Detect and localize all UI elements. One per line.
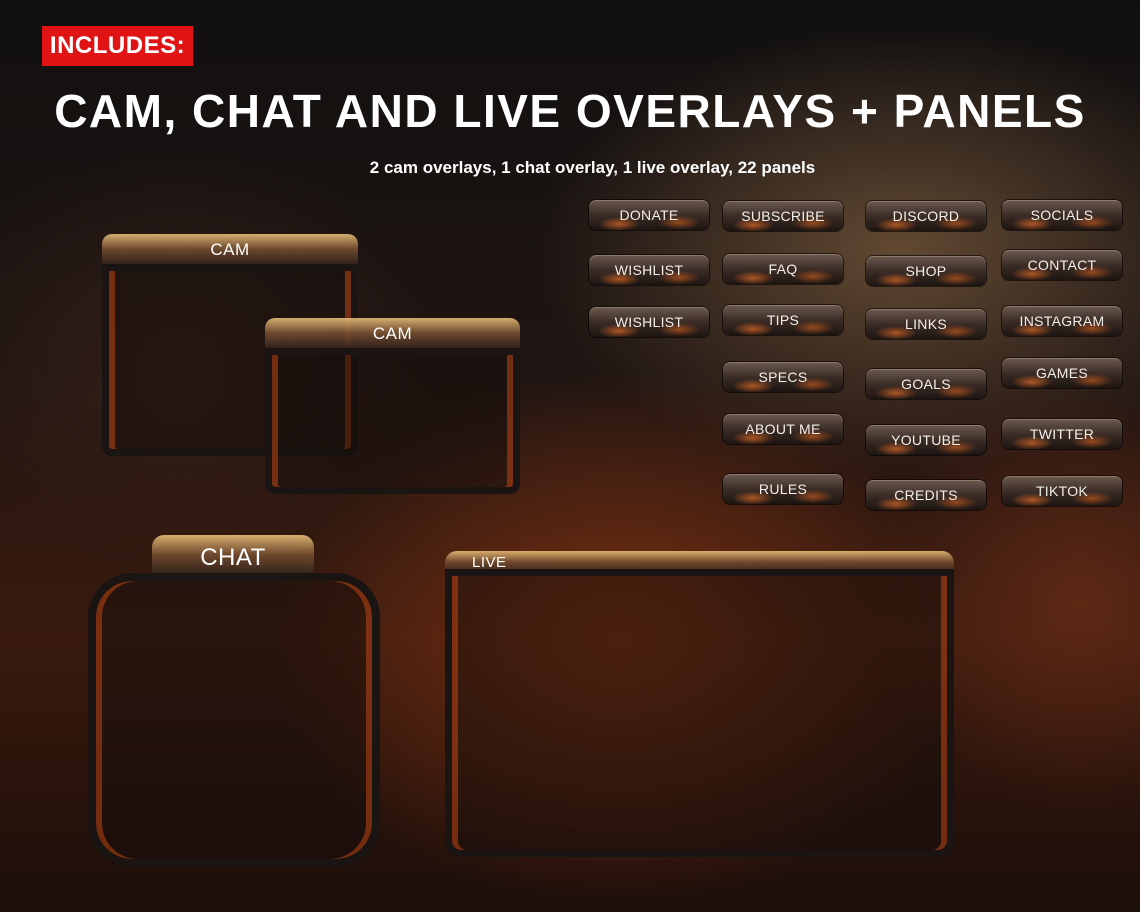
includes-badge: INCLUDES: (42, 26, 193, 66)
panel-socials: SOCIALS (1002, 200, 1122, 230)
cam-overlay-1-label: CAM (210, 240, 250, 259)
cam-overlay-2-header: CAM (265, 318, 520, 352)
chat-overlay-frame (88, 573, 380, 867)
live-overlay: LIVE (445, 551, 954, 857)
panel-rules: RULES (723, 474, 843, 504)
panel-discord: DISCORD (866, 201, 986, 231)
cam-overlay-2: CAM (265, 318, 520, 494)
panel-twitter: TWITTER (1002, 419, 1122, 449)
panel-credits: CREDITS (866, 480, 986, 510)
panel-contact: CONTACT (1002, 250, 1122, 280)
cam-overlay-2-frame (265, 348, 520, 494)
panel-tips: TIPS (723, 305, 843, 335)
panel-goals: GOALS (866, 369, 986, 399)
panel-wishlist: WISHLIST (589, 255, 709, 285)
panel-shop: SHOP (866, 256, 986, 286)
panel-links: LINKS (866, 309, 986, 339)
cam-overlay-1: CAM (102, 234, 358, 456)
cam-overlay-1-header: CAM (102, 234, 358, 268)
chat-overlay: CHAT (88, 535, 380, 867)
panel-donate: DONATE (589, 200, 709, 230)
cam-overlay-2-label: CAM (372, 324, 413, 343)
page-subtitle: 2 cam overlays, 1 chat overlay, 1 live o… (369, 158, 816, 177)
panel-instagram: INSTAGRAM (1002, 306, 1122, 336)
panel-wishlist-2: WISHLIST (589, 307, 709, 337)
page-title: CAM, CHAT AND LIVE OVERLAYS + PANELS (54, 85, 1086, 137)
panel-tiktok: TIKTOK (1002, 476, 1122, 506)
panel-specs: SPECS (723, 362, 843, 392)
cam-overlay-1-frame (102, 264, 358, 456)
chat-overlay-tab: CHAT (152, 535, 314, 579)
panel-about-me: ABOUT ME (723, 414, 843, 444)
panel-games: GAMES (1002, 358, 1122, 388)
panel-faq: FAQ (723, 254, 843, 284)
panel-subscribe: SUBSCRIBE (723, 201, 843, 231)
panel-youtube: YOUTUBE (866, 425, 986, 455)
live-overlay-frame (445, 569, 954, 857)
chat-overlay-label: CHAT (200, 544, 266, 571)
live-overlay-label: LIVE (472, 554, 507, 571)
